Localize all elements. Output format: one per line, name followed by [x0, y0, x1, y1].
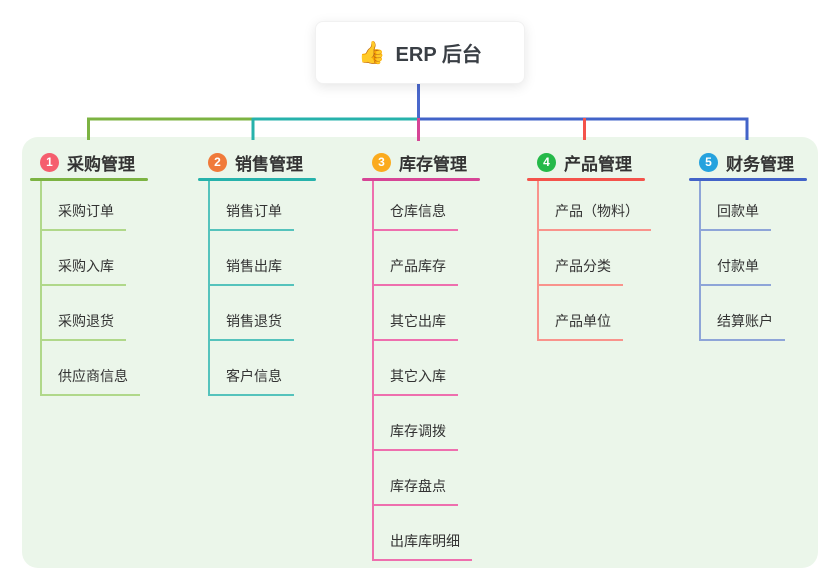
item-list-product: 产品（物料） 产品分类 产品单位: [537, 181, 651, 341]
node-warehouse-info[interactable]: 仓库信息: [374, 181, 458, 231]
number-badge-4: 4: [537, 152, 556, 172]
node-supplier-info[interactable]: 供应商信息: [42, 341, 140, 396]
node-customer-info[interactable]: 客户信息: [210, 341, 294, 396]
column-title-sales: 销售管理: [235, 154, 303, 174]
node-sales-outbound[interactable]: 销售出库: [210, 231, 294, 286]
node-stock-transfer[interactable]: 库存调拨: [374, 396, 458, 451]
node-stock-detail[interactable]: 出库库明细: [374, 506, 472, 561]
node-receipt-bill[interactable]: 回款单: [701, 181, 771, 231]
column-inventory: 3 库存管理 仓库信息 产品库存 其它出库 其它入库 库存调拨 库存盘点 出库库…: [362, 148, 480, 561]
node-purchase-inbound[interactable]: 采购入库: [42, 231, 126, 286]
node-purchase-order[interactable]: 采购订单: [42, 181, 126, 231]
column-product: 4 产品管理 产品（物料） 产品分类 产品单位: [527, 148, 651, 341]
item-list-purchase: 采购订单 采购入库 采购退货 供应商信息: [40, 181, 140, 396]
branch-underline-purchase: [30, 178, 148, 181]
root-title: ERP 后台: [395, 44, 482, 66]
number-badge-5: 5: [699, 152, 718, 172]
column-header-finance[interactable]: 5 财务管理: [689, 148, 807, 176]
node-product-unit[interactable]: 产品单位: [539, 286, 623, 341]
node-other-inbound[interactable]: 其它入库: [374, 341, 458, 396]
branch-underline-sales: [198, 178, 316, 181]
column-finance: 5 财务管理 回款单 付款单 结算账户: [689, 148, 807, 341]
node-other-outbound[interactable]: 其它出库: [374, 286, 458, 341]
number-badge-2: 2: [208, 152, 227, 172]
node-product-stock[interactable]: 产品库存: [374, 231, 458, 286]
node-payment-bill[interactable]: 付款单: [701, 231, 771, 286]
column-header-sales[interactable]: 2 销售管理: [198, 148, 316, 176]
column-title-purchase: 采购管理: [67, 154, 135, 174]
column-purchase: 1 采购管理 采购订单 采购入库 采购退货 供应商信息: [30, 148, 148, 396]
number-badge-3: 3: [372, 152, 391, 172]
node-sales-return[interactable]: 销售退货: [210, 286, 294, 341]
node-purchase-return[interactable]: 采购退货: [42, 286, 126, 341]
column-sales: 2 销售管理 销售订单 销售出库 销售退货 客户信息: [198, 148, 316, 396]
branch-underline-finance: [689, 178, 807, 181]
item-list-finance: 回款单 付款单 结算账户: [699, 181, 785, 341]
number-badge-1: 1: [40, 152, 59, 172]
column-header-product[interactable]: 4 产品管理: [527, 148, 651, 176]
node-product-material[interactable]: 产品（物料）: [539, 181, 651, 231]
node-settlement-account[interactable]: 结算账户: [701, 286, 785, 341]
item-list-inventory: 仓库信息 产品库存 其它出库 其它入库 库存调拨 库存盘点 出库库明细: [372, 181, 472, 561]
branch-underline-product: [527, 178, 645, 181]
modules-panel: [22, 137, 818, 568]
column-header-inventory[interactable]: 3 库存管理: [362, 148, 480, 176]
column-header-purchase[interactable]: 1 采购管理: [30, 148, 148, 176]
column-title-inventory: 库存管理: [399, 154, 467, 174]
branch-underline-inventory: [362, 178, 480, 181]
root-node[interactable]: 👍 ERP 后台: [315, 21, 525, 84]
node-sales-order[interactable]: 销售订单: [210, 181, 294, 231]
column-title-finance: 财务管理: [726, 154, 794, 174]
node-product-category[interactable]: 产品分类: [539, 231, 623, 286]
item-list-sales: 销售订单 销售出库 销售退货 客户信息: [208, 181, 294, 396]
node-stock-taking[interactable]: 库存盘点: [374, 451, 458, 506]
thumbs-up-icon: 👍: [358, 39, 386, 65]
column-title-product: 产品管理: [564, 154, 632, 174]
